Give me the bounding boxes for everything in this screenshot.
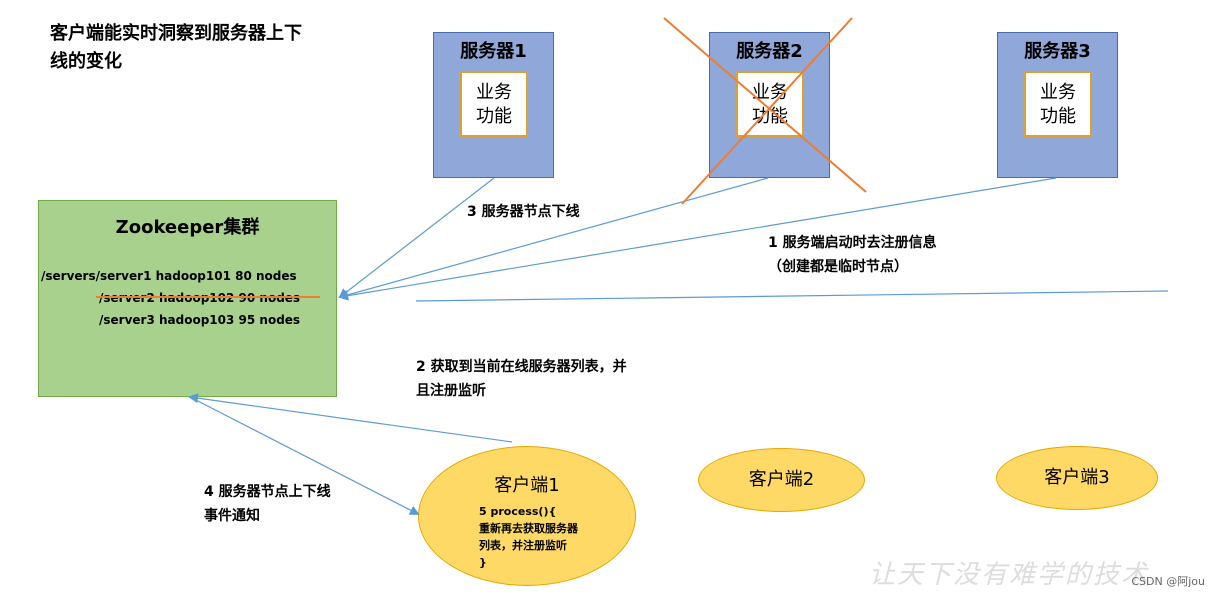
watermark-script: 让天下没有难学的技术 — [868, 560, 1149, 590]
client-3-name: 客户端3 — [1044, 467, 1110, 488]
server-1-function-label: 业务功能 — [476, 82, 512, 127]
process-line-2: 重新再去获取服务器 — [479, 522, 578, 535]
process-line-3: 列表，并注册监听 — [479, 539, 567, 552]
server-2-title: 服务器2 — [736, 41, 803, 62]
step-2-note: 2 获取到当前在线服务器列表，并且注册监听 — [416, 359, 627, 399]
client-1-ellipse: 客户端1 5 process(){ 重新再去获取服务器 列表，并注册监听 } — [418, 446, 636, 586]
zookeeper-title: Zookeeper集群 — [115, 217, 260, 238]
server-3-function-label: 业务功能 — [1040, 82, 1076, 127]
client-1-process-note: 5 process(){ 重新再去获取服务器 列表，并注册监听 } — [479, 503, 578, 571]
client-2-ellipse: 客户端2 — [698, 448, 865, 512]
watermark-csdn: CSDN @阿jou — [1131, 575, 1205, 588]
server-3-function: 业务功能 — [1024, 71, 1092, 137]
horizontal-divider-line — [415, 290, 1169, 302]
zk-node-server3: /server3 hadoop103 95 nodes — [99, 313, 301, 327]
server-3-box: 服务器3 业务功能 — [997, 32, 1118, 178]
server-3-title: 服务器3 — [1024, 41, 1091, 62]
client-1-name: 客户端1 — [494, 475, 560, 496]
arrow-client1-to-zk — [188, 393, 513, 443]
step-3-note: 3 服务器节点下线 — [467, 204, 580, 220]
client-3-ellipse: 客户端3 — [996, 446, 1158, 510]
zk-node-server1: /servers/server1 hadoop101 80 nodes — [41, 269, 297, 283]
cross-server2-b — [681, 17, 853, 205]
server-1-title: 服务器1 — [460, 41, 527, 62]
process-line-1: 5 process(){ — [479, 505, 557, 518]
arrow-server2-to-zk — [338, 177, 769, 300]
cross-server2-a — [663, 17, 867, 193]
arrow-zk-to-client1 — [189, 396, 420, 515]
zookeeper-cluster-box: Zookeeper集群 /servers/server1 hadoop101 8… — [38, 200, 337, 397]
server-1-box: 服务器1 业务功能 — [433, 32, 554, 178]
client-2-name: 客户端2 — [748, 469, 815, 490]
process-line-4: } — [479, 556, 487, 569]
server-1-function: 业务功能 — [460, 71, 528, 137]
step-1-note: 1 服务端启动时去注册信息（创建都是临时节点） — [768, 235, 937, 275]
diagram-heading: 客户端能实时洞察到服务器上下线的变化 — [50, 23, 302, 72]
arrow-server3-to-zk — [338, 177, 1057, 301]
step-4-note: 4 服务器节点上下线事件通知 — [204, 484, 331, 524]
arrow-server1-to-zk — [338, 177, 495, 299]
